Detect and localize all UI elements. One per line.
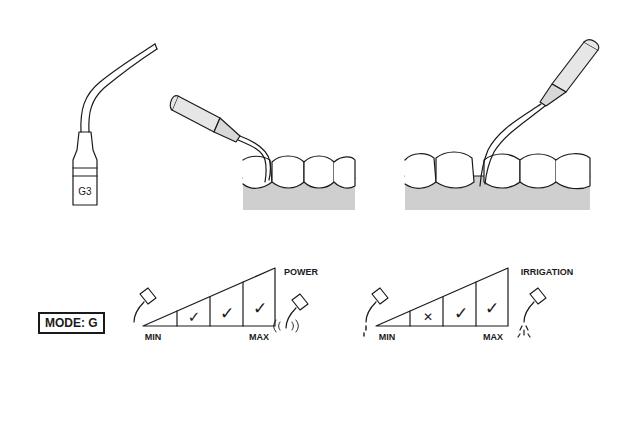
scale-max: MAX [483,333,503,342]
part-number: G3 [78,187,91,197]
mode-box: MODE: G [38,312,105,334]
tip-icon [134,288,546,337]
check-mark: ✓ [220,305,234,322]
handpiece-right [480,40,599,186]
mode-label: MODE: G [45,317,98,329]
scale-title: IRRIGATION [521,268,573,277]
scale-min: MIN [379,333,396,342]
handpiece-left [170,96,270,182]
check-mark: ✓ [253,300,267,317]
power-scale [143,268,275,326]
check-mark: ✓ [454,305,468,322]
cross-mark: ✕ [423,311,433,323]
check-mark: ✓ [485,300,499,317]
scaler-tip [73,44,157,205]
teeth-right [405,152,590,210]
irrigation-scale [376,268,508,326]
scale-max: MAX [249,333,269,342]
scale-min: MIN [145,333,162,342]
teeth-left [243,156,355,210]
scale-title: POWER [284,268,318,277]
check-mark: ✓ [188,310,201,325]
